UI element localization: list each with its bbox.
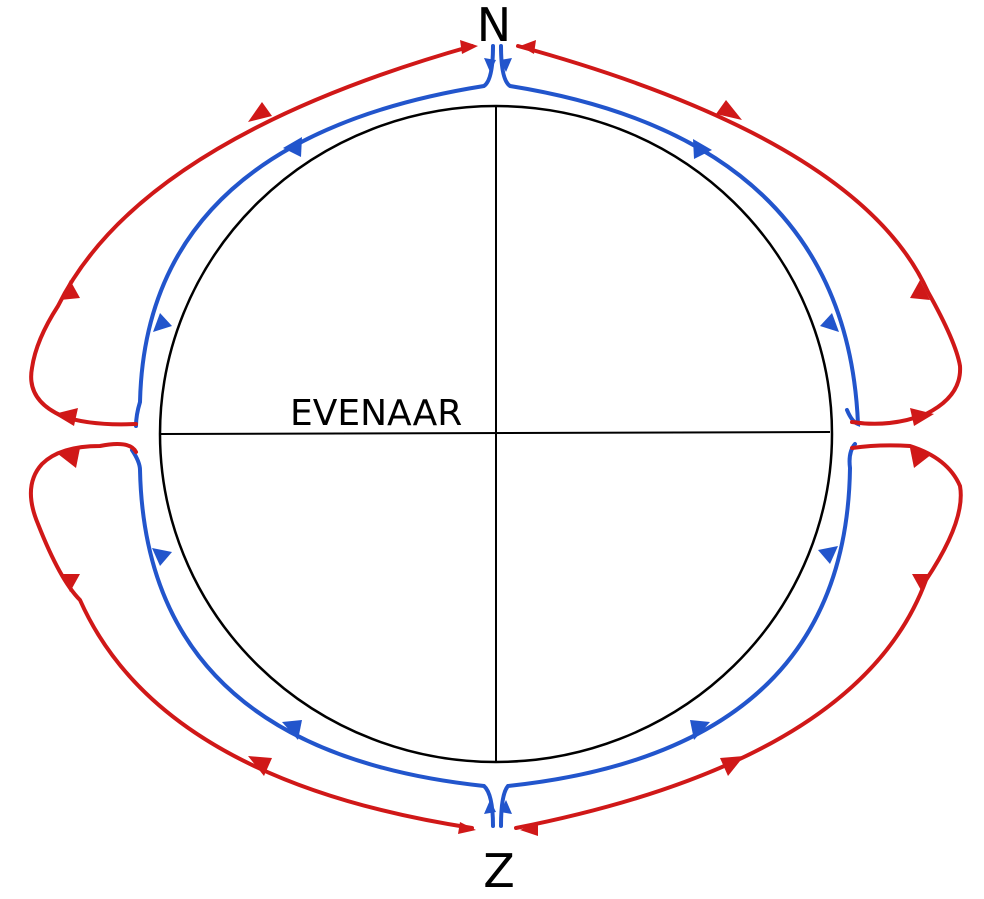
arrow-outer-ne-upper	[716, 100, 742, 120]
arrow-outer-nw-upper	[248, 102, 272, 122]
arrow-inner-n-right	[500, 58, 512, 72]
earth-group	[158, 104, 834, 764]
equator-label: EVENAAR	[290, 393, 463, 434]
arrow-inner-nw-upper	[283, 137, 302, 157]
inner-loops	[130, 44, 861, 828]
equator-line	[159, 431, 831, 435]
arrow-outer-w-mid	[54, 408, 78, 426]
arrow-inner-ne-upper	[693, 139, 712, 159]
arrow-outer-n-left	[460, 40, 478, 54]
arrow-outer-e-low	[910, 448, 932, 468]
south-pole-label: Z	[483, 844, 515, 898]
arrow-inner-n-left	[484, 58, 496, 72]
arrow-outer-nw-lower	[60, 280, 80, 300]
outer-arrowheads	[54, 40, 934, 836]
arrow-inner-ne-lower	[820, 313, 839, 332]
arrow-inner-s-right	[500, 800, 512, 814]
arrow-inner-s-left	[484, 800, 496, 814]
arrow-outer-n-right	[520, 40, 536, 54]
arrow-outer-w-low	[58, 448, 80, 468]
inner-loop-southwest	[130, 448, 495, 828]
arrow-inner-sw-upper	[152, 548, 172, 566]
arrow-outer-sw-lower	[248, 756, 272, 776]
arrow-outer-s-left	[458, 822, 476, 834]
inner-loop-northeast	[499, 44, 861, 427]
north-pole-label: N	[476, 0, 512, 52]
arrow-inner-sw-lower	[282, 720, 302, 740]
inner-loop-northwest	[134, 44, 495, 428]
arrow-outer-s-right	[520, 822, 538, 836]
arrow-outer-sw-upper	[62, 574, 80, 592]
arrow-outer-ne-lower	[910, 280, 930, 300]
arrow-inner-se-lower	[690, 720, 710, 740]
arrow-outer-se-upper	[912, 574, 930, 592]
inner-arrowheads	[152, 58, 839, 814]
arrow-outer-se-lower	[720, 756, 744, 776]
arrow-outer-e-mid	[910, 408, 934, 426]
outer-loop-southeast	[514, 443, 963, 830]
inner-loop-southeast	[499, 442, 857, 828]
arrow-inner-nw-lower	[153, 313, 172, 332]
outer-loop-southwest	[28, 442, 474, 830]
arrow-inner-se-upper	[818, 546, 838, 564]
